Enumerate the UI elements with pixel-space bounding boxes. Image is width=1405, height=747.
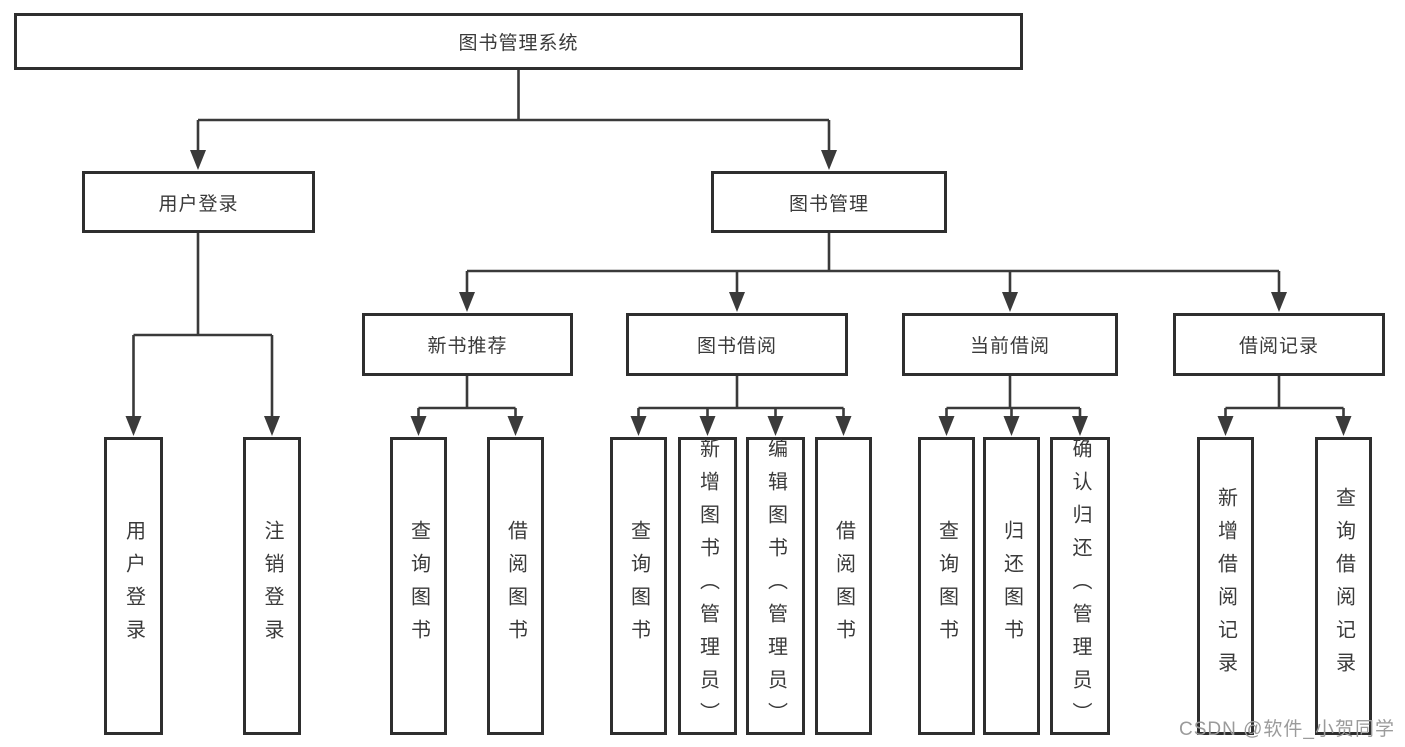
leaf-logout: 注销登录 <box>243 437 301 735</box>
leaf-user-login: 用户登录 <box>104 437 163 735</box>
leaf-return-book-label: 归还图书 <box>1000 520 1023 652</box>
node-root-label: 图书管理系统 <box>458 33 579 54</box>
node-user-login: 用户登录 <box>82 171 315 233</box>
node-current-borrow-label: 当前借阅 <box>969 336 1050 357</box>
node-book-borrow-label: 图书借阅 <box>696 336 777 357</box>
leaf-user-login-label: 用户登录 <box>122 520 145 652</box>
node-new-book-recommend-label: 新书推荐 <box>427 336 508 357</box>
node-borrow-records-label: 借阅记录 <box>1238 336 1319 357</box>
leaf-add-borrow-record-label: 新增借阅记录 <box>1214 487 1237 685</box>
leaf-borrow-query-label: 查询图书 <box>627 520 650 652</box>
leaf-borrow-book: 借阅图书 <box>815 437 872 735</box>
node-book-borrow: 图书借阅 <box>626 313 848 376</box>
leaf-current-query: 查询图书 <box>918 437 975 735</box>
leaf-borrow-add-admin-label: 新增图书（管理员） <box>696 437 719 735</box>
leaf-confirm-return-admin-label: 确认归还（管理员） <box>1069 437 1091 735</box>
leaf-borrow-query: 查询图书 <box>610 437 667 735</box>
leaf-confirm-return-admin: 确认归还（管理员） <box>1050 437 1110 735</box>
leaf-newbook-query-label: 查询图书 <box>407 520 430 652</box>
leaf-borrow-book-label: 借阅图书 <box>832 520 855 652</box>
leaf-newbook-borrow-label: 借阅图书 <box>504 520 527 652</box>
node-new-book-recommend: 新书推荐 <box>362 313 573 376</box>
node-root: 图书管理系统 <box>14 13 1023 70</box>
node-user-login-label: 用户登录 <box>158 193 239 215</box>
node-current-borrow: 当前借阅 <box>902 313 1118 376</box>
leaf-newbook-query: 查询图书 <box>390 437 447 735</box>
leaf-borrow-edit-admin: 编辑图书（管理员） <box>746 437 805 735</box>
watermark: CSDN @软件_小贺同学 <box>1179 719 1395 740</box>
leaf-query-borrow-record: 查询借阅记录 <box>1315 437 1372 735</box>
node-book-management-label: 图书管理 <box>788 193 869 215</box>
leaf-newbook-borrow: 借阅图书 <box>487 437 544 735</box>
leaf-borrow-add-admin: 新增图书（管理员） <box>678 437 737 735</box>
leaf-query-borrow-record-label: 查询借阅记录 <box>1332 487 1355 685</box>
leaf-add-borrow-record: 新增借阅记录 <box>1197 437 1254 735</box>
node-borrow-records: 借阅记录 <box>1173 313 1385 376</box>
leaf-current-query-label: 查询图书 <box>935 520 958 652</box>
leaf-return-book: 归还图书 <box>983 437 1040 735</box>
leaf-logout-label: 注销登录 <box>261 520 283 652</box>
node-book-management: 图书管理 <box>711 171 947 233</box>
leaf-borrow-edit-admin-label: 编辑图书（管理员） <box>764 437 787 735</box>
